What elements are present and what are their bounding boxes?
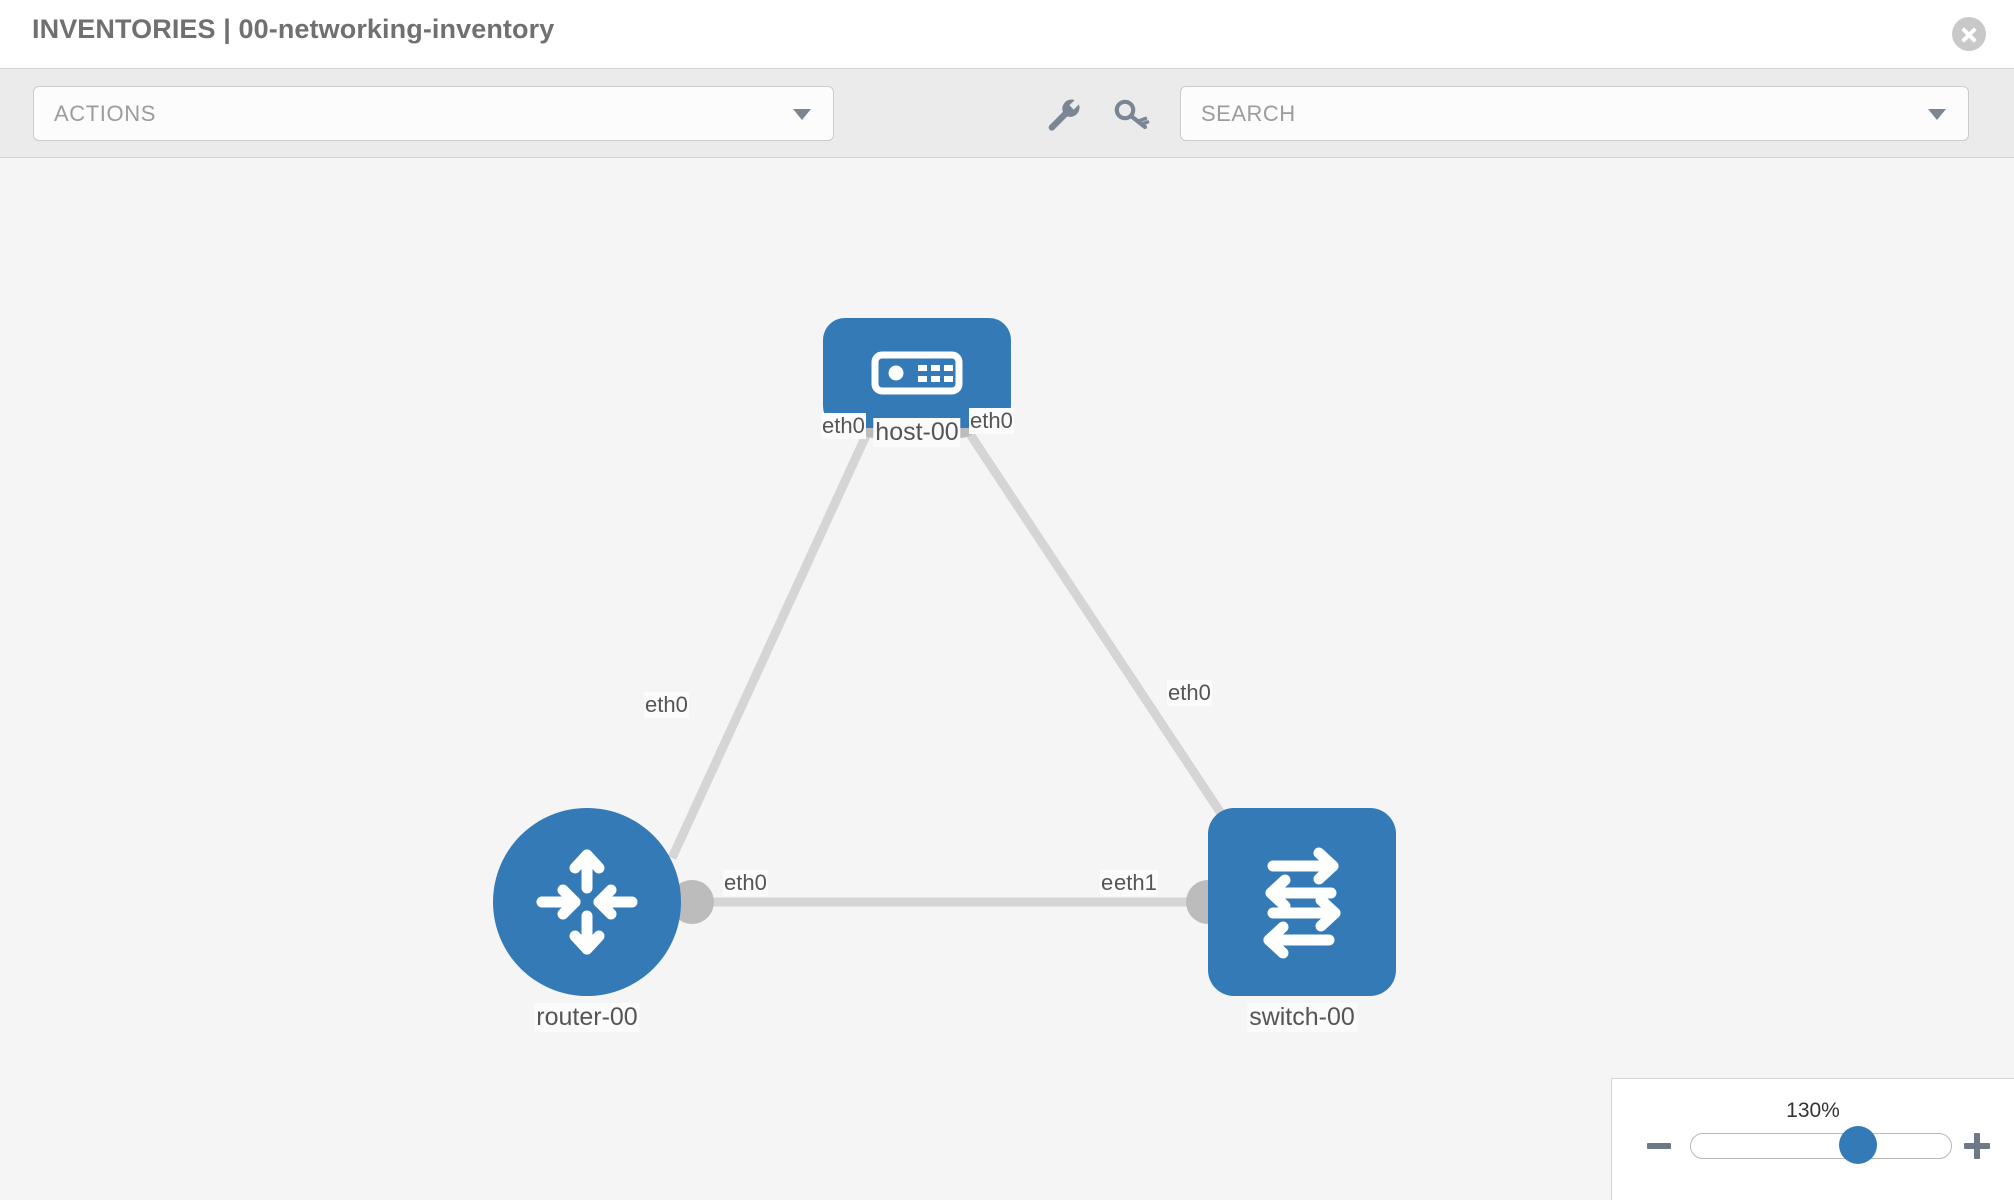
toolbar: ACTIONS SEARCH [0,68,2014,158]
page-header: INVENTORIES | 00-networking-inventory [0,0,2014,68]
topology-node-router-00[interactable]: router-00 [493,808,681,1032]
zoom-control-panel: 130% [1611,1078,2014,1200]
actions-dropdown[interactable]: ACTIONS [33,86,834,141]
close-icon[interactable] [1952,17,1986,51]
topology-canvas[interactable]: host-00 [0,158,2014,1200]
edge-host-switch[interactable] [954,413,1236,833]
router-node-shape [493,808,681,996]
chevron-down-icon [793,109,811,120]
zoom-slider-track[interactable] [1690,1133,1952,1159]
node-label-host-00: host-00 [873,418,961,447]
edge-label-host-right: eth0 [969,408,1014,434]
chevron-down-icon[interactable] [1928,109,1946,120]
edge-label-switch-to-router-b: eth1 [1113,870,1158,896]
minus-icon[interactable] [1644,1131,1674,1161]
search-input[interactable]: SEARCH [1180,86,1969,141]
actions-dropdown-label: ACTIONS [54,101,156,126]
node-label-switch-00: switch-00 [1247,1003,1357,1032]
search-placeholder: SEARCH [1201,101,1296,126]
edge-host-router[interactable] [667,414,880,860]
key-icon[interactable] [1112,95,1150,133]
zoom-slider-thumb[interactable] [1839,1126,1877,1164]
switch-arrows-icon [1263,847,1341,959]
node-label-router-00: router-00 [534,1003,640,1032]
wrench-icon[interactable] [1044,95,1082,133]
zoom-level-value: 130% [1786,1099,1840,1122]
edge-label-switch-to-host: eth0 [1167,680,1212,706]
edge-label-router-to-host: eth0 [644,692,689,718]
edge-label-host-left: eth0 [821,413,866,439]
server-icon [871,351,963,395]
edge-label-router-to-switch: eth0 [723,870,768,896]
page-title: INVENTORIES | 00-networking-inventory [32,14,555,44]
topology-node-switch-00[interactable]: switch-00 [1208,808,1396,1032]
switch-node-shape [1208,808,1396,996]
plus-icon[interactable] [1962,1131,1992,1161]
router-arrows-icon [536,849,638,955]
topology-links [667,413,1236,907]
